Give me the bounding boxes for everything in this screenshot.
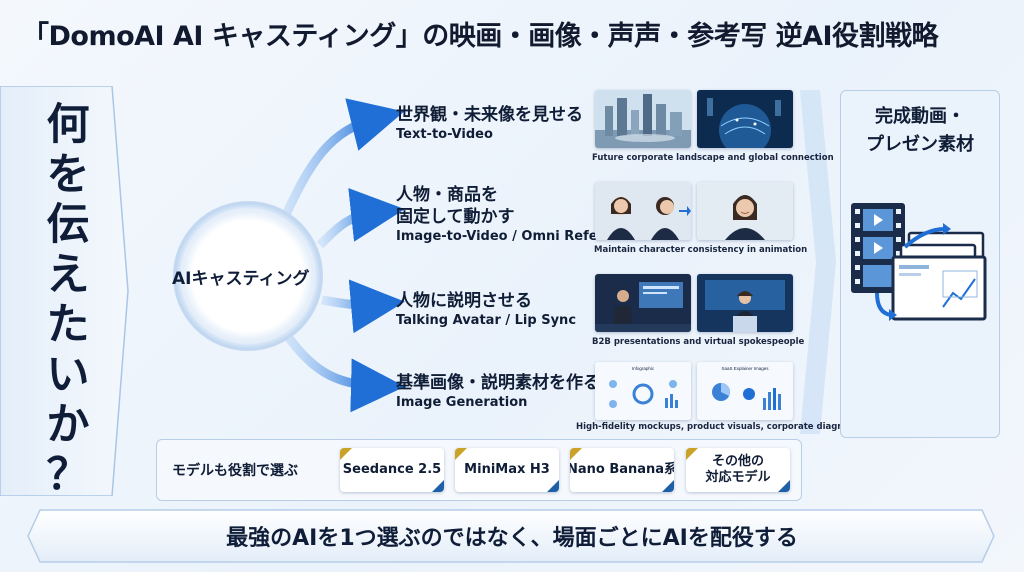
model-card-nano-banana[interactable]: Nano Banana系 bbox=[570, 448, 674, 492]
question-char: た bbox=[46, 300, 90, 350]
output-title-line2: プレゼン素材 bbox=[866, 134, 974, 155]
caption-image-generation: High-fidelity mockups, product visuals, … bbox=[576, 422, 862, 432]
city-skyline-image bbox=[595, 90, 691, 148]
category-title-line2: 固定して動かす bbox=[396, 207, 515, 227]
model-card-other[interactable]: その他の 対応モデル bbox=[686, 448, 790, 492]
output-arrow bbox=[800, 90, 836, 434]
arrow-to-image-to-video bbox=[316, 188, 405, 249]
model-card-minimax[interactable]: MiniMax H3 bbox=[455, 448, 559, 492]
globe-network-image bbox=[697, 90, 793, 148]
category-title: 世界観・未来像を見せる bbox=[396, 105, 583, 125]
category-image-generation: 基準画像・説明素材を作る Image Generation bbox=[396, 372, 600, 412]
question-char: か bbox=[46, 400, 90, 450]
hub-circle bbox=[173, 201, 323, 351]
category-talking-avatar: 人物に説明させる Talking Avatar / Lip Sync bbox=[396, 290, 576, 330]
woman-smile-image bbox=[697, 182, 793, 240]
arrow-to-text-to-video bbox=[275, 98, 405, 230]
category-title: 人物に説明させる bbox=[396, 291, 532, 311]
category-subtitle: Talking Avatar / Lip Sync bbox=[396, 313, 577, 328]
page-title: 「DomoAI AI キャスティング」の映画・画像・声声・参考写 逆AI役割戦略 bbox=[22, 21, 939, 52]
question-char: い bbox=[46, 350, 90, 400]
category-image-to-video: 人物・商品を 固定して動かす Image-to-Video / Omni Ref… bbox=[396, 184, 639, 246]
question-char: を bbox=[46, 150, 90, 200]
models-label: モデルも役割で選ぶ bbox=[172, 463, 298, 479]
caption-talking-avatar: B2B presentations and virtual spokespeop… bbox=[592, 337, 805, 347]
question-vertical-text: 何 を 伝 え た い か ？ bbox=[44, 100, 92, 500]
category-text-to-video: 世界観・未来像を見せる Text-to-Video bbox=[396, 104, 583, 144]
bottom-message: 最強のAIを1つ選ぶのではなく、場面ごとにAIを配役する bbox=[226, 526, 798, 551]
caption-image-to-video: Maintain character consistency in animat… bbox=[594, 245, 808, 255]
caption-text-to-video: Future corporate landscape and global co… bbox=[592, 153, 834, 163]
category-title-line1: 人物・商品を bbox=[396, 185, 498, 205]
model-name-line2: 対応モデル bbox=[705, 470, 771, 485]
infographic-title: Infographic bbox=[632, 366, 655, 371]
flow-arrows bbox=[275, 98, 405, 413]
thumbs-text-to-video bbox=[595, 90, 793, 148]
woman-front-profile-image bbox=[595, 182, 691, 240]
model-name: その他の 対応モデル bbox=[705, 454, 770, 486]
output-title: 完成動画・ プレゼン素材 bbox=[841, 103, 999, 159]
output-title-line1: 完成動画・ bbox=[875, 106, 965, 127]
hub-label: AIキャスティング bbox=[172, 269, 310, 289]
question-panel bbox=[0, 86, 130, 496]
model-name: MiniMax H3 bbox=[464, 462, 550, 477]
infographic-image: Infographic bbox=[595, 362, 691, 420]
news-anchor-image bbox=[697, 274, 793, 332]
video-to-presentation-icon bbox=[851, 203, 987, 321]
category-subtitle: Image Generation bbox=[396, 395, 528, 410]
category-subtitle: Text-to-Video bbox=[396, 127, 493, 142]
model-name: Nano Banana系 bbox=[570, 462, 674, 477]
thumbs-image-to-video bbox=[595, 182, 793, 240]
question-char: 伝 bbox=[46, 200, 90, 250]
presenter-screen-image bbox=[595, 274, 691, 332]
model-name-line1: その他の bbox=[711, 454, 764, 469]
question-char: ？ bbox=[46, 450, 90, 500]
arrow-to-talking-avatar bbox=[321, 279, 405, 334]
explainer-title: SaaS Explainer Images bbox=[721, 366, 769, 371]
bottom-banner bbox=[27, 509, 995, 563]
arrow-to-image-generation bbox=[278, 325, 405, 413]
explainer-images-image: SaaS Explainer Images bbox=[697, 362, 793, 420]
model-card-seedance[interactable]: Seedance 2.5 bbox=[340, 448, 444, 492]
model-name: Seedance 2.5 bbox=[342, 462, 442, 477]
question-char: え bbox=[46, 250, 90, 300]
question-char: 何 bbox=[46, 100, 90, 150]
category-title: 基準画像・説明素材を作る bbox=[396, 373, 600, 393]
thumbs-talking-avatar bbox=[595, 274, 793, 332]
output-panel: 完成動画・ プレゼン素材 bbox=[840, 90, 1000, 438]
thumbs-image-generation: Infographic SaaS Explainer Images bbox=[595, 362, 793, 420]
category-subtitle: Image-to-Video / Omni Reference bbox=[396, 229, 639, 244]
